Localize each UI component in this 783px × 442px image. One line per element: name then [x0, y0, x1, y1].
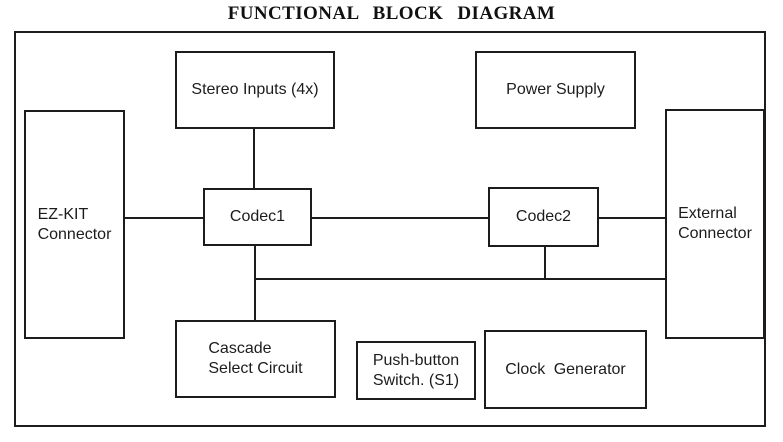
wire-codec1-to-codec2 [312, 217, 488, 219]
block-codec1: Codec1 [203, 188, 312, 246]
block-external-connector: External Connector [665, 109, 765, 339]
block-cascade-select-circuit-label: Cascade Select Circuit [208, 340, 303, 377]
block-power-supply: Power Supply [475, 51, 636, 129]
wire-codec2-to-external-connector [599, 217, 665, 219]
wire-codec2-to-bus [544, 247, 546, 279]
diagram-title: FUNCTIONAL BLOCK DIAGRAM [227, 3, 556, 24]
wire-ezkit-connector-to-codec1 [125, 217, 203, 219]
block-clock-generator-label: Clock Generator [505, 360, 626, 378]
block-ezkit-connector: EZ-KIT Connector [24, 110, 125, 339]
block-external-connector-label: External Connector [678, 205, 752, 242]
block-codec2-label: Codec2 [515, 208, 572, 225]
block-stereo-inputs-label: Stereo Inputs (4x) [191, 81, 319, 98]
block-stereo-inputs: Stereo Inputs (4x) [175, 51, 335, 129]
wire-stereo-inputs-to-codec1 [253, 129, 255, 188]
block-power-supply-label: Power Supply [506, 81, 605, 98]
block-cascade-select-circuit: Cascade Select Circuit [175, 320, 336, 398]
block-codec2: Codec2 [488, 187, 599, 247]
wire-bus-to-external-connector [254, 278, 665, 280]
wire-codec1-to-cascade-select [254, 246, 256, 320]
block-pushbutton-switch: Push-button Switch. (S1) [356, 341, 476, 400]
block-ezkit-connector-label: EZ-KIT Connector [37, 205, 112, 243]
block-codec1-label: Codec1 [229, 208, 286, 225]
block-clock-generator: Clock Generator [484, 330, 647, 409]
block-pushbutton-switch-label: Push-button Switch. (S1) [372, 351, 460, 389]
